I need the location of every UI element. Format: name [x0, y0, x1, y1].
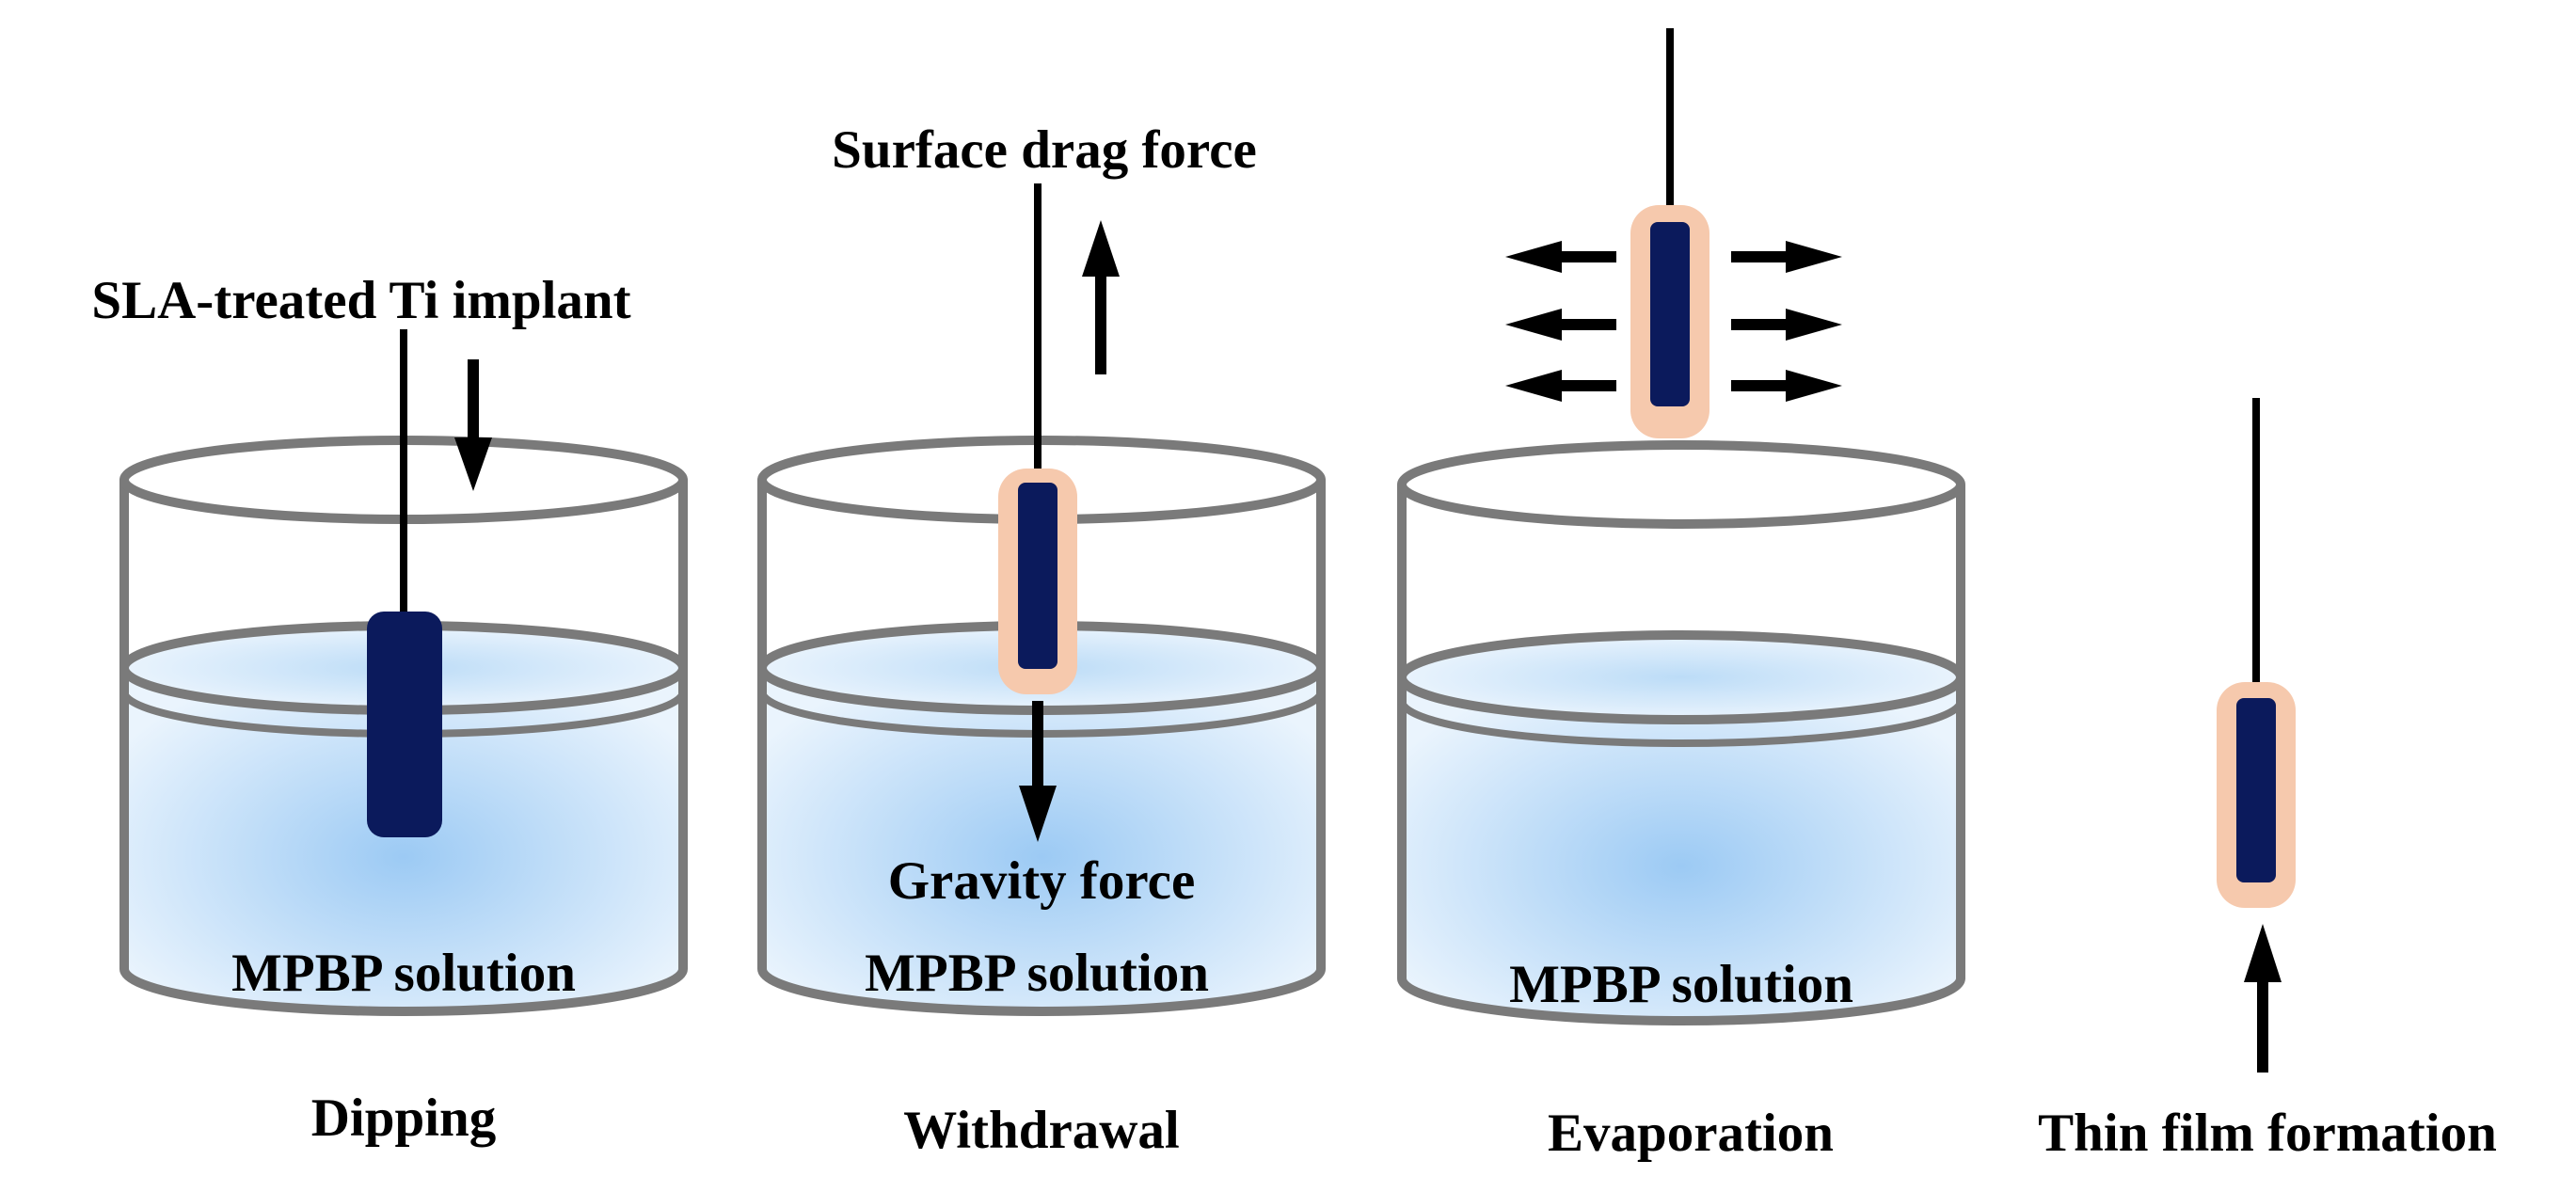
arrow-icon [1505, 370, 1616, 402]
implant-label: SLA-treated Ti implant [91, 271, 630, 330]
beaker-dipping: SLA-treated Ti implant MPBP solution Dip… [91, 271, 688, 1148]
liquid-body [1402, 677, 1961, 1021]
step-caption-dipping: Dipping [311, 1089, 496, 1148]
beaker-rim [1397, 440, 1965, 529]
arrow-icon [1731, 309, 1842, 341]
step-caption-thin-film: Thin film formation [2038, 1104, 2497, 1163]
implant-rod-icon [1650, 222, 1690, 406]
arrow-icon [2244, 924, 2282, 1073]
solution-label: MPBP solution [231, 944, 576, 1003]
liquid-line [1397, 630, 1965, 724]
surface-drag-label: Surface drag force [832, 120, 1257, 180]
arrow-icon [454, 359, 492, 491]
liquid-surface [1402, 635, 1961, 720]
beaker-evaporation: MPBP solution Evaporation [1397, 28, 1965, 1163]
gravity-label: Gravity force [888, 851, 1196, 911]
arrow-icon [1505, 241, 1616, 273]
thin-film-step: Thin film formation [2038, 398, 2497, 1163]
implant-rod-icon [367, 612, 442, 837]
solution-label: MPBP solution [865, 944, 1209, 1003]
arrow-icon [1082, 220, 1120, 374]
arrow-icon [1505, 309, 1616, 341]
step-caption-evaporation: Evaporation [1548, 1104, 1834, 1163]
step-caption-withdrawal: Withdrawal [903, 1101, 1180, 1160]
solution-label: MPBP solution [1509, 955, 1853, 1014]
liquid-body [762, 668, 1321, 1011]
implant-rod-icon [1018, 483, 1057, 669]
arrow-icon [1731, 370, 1842, 402]
implant-rod-icon [2236, 698, 2276, 882]
beaker-withdrawal: Surface drag force Gravity force MPBP so… [757, 120, 1326, 1160]
liquid-body [124, 668, 683, 1011]
arrow-icon [1019, 701, 1057, 842]
arrow-icon [1731, 241, 1842, 273]
